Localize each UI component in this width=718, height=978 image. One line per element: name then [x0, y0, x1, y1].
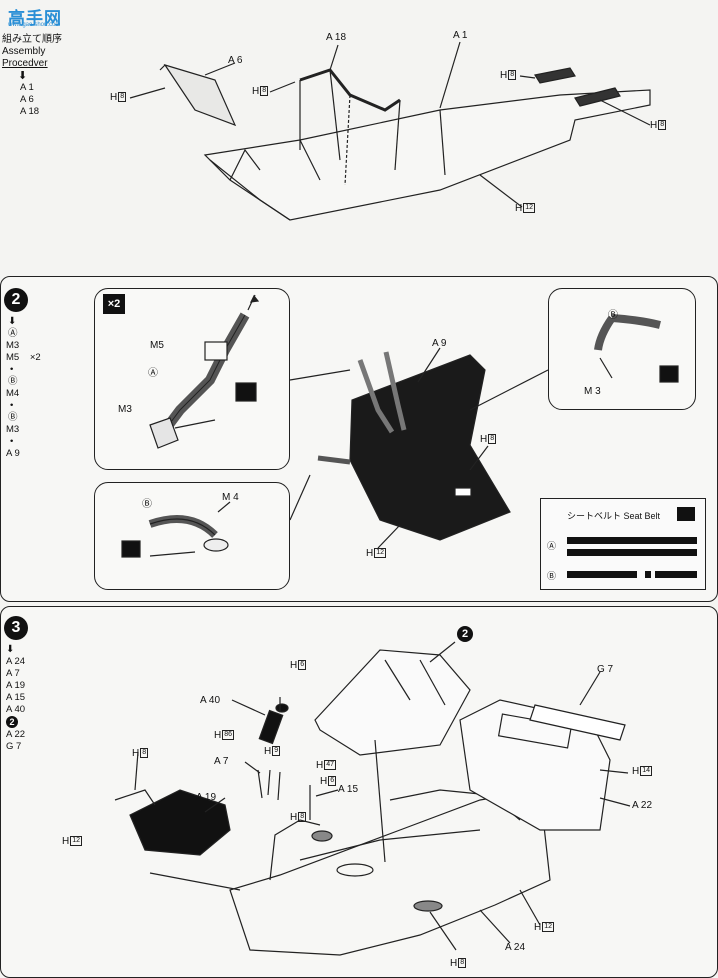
seq-item: M3: [6, 424, 20, 435]
belt-mark-b-right: Ⓑ: [608, 310, 618, 321]
seq-item: •: [10, 436, 14, 447]
callout-belt-b: [94, 482, 290, 590]
legend-row-b: Ⓑ: [547, 571, 557, 581]
title-en: Assembly: [2, 46, 46, 57]
legend-bar-b1: [567, 571, 637, 578]
seq-item: A 19: [6, 680, 26, 691]
seq-item: A 24: [6, 656, 26, 667]
seq-item: A 6: [20, 94, 34, 105]
seq-item: Ⓑ: [8, 412, 18, 423]
legend-bar-a1: [567, 537, 697, 544]
seq-item: •: [10, 364, 14, 375]
title-en2: Procedver: [2, 58, 48, 69]
step2-ref-circle: 2: [457, 626, 473, 642]
step1-drawing: [129, 41, 651, 221]
part-a1: A 1: [453, 30, 468, 41]
seq-item: Ⓐ: [8, 328, 18, 339]
part-g7: G 7: [597, 664, 614, 675]
part-a22: A 22: [632, 800, 653, 811]
part-m3-left: M3: [118, 404, 132, 415]
seq-item: A 40: [6, 704, 26, 715]
seq-item: A 15: [6, 692, 26, 703]
site-logo: 高手网 www.gao-shou.com: [8, 4, 68, 28]
step1-sequence: 組み立て順序 Assembly Procedver ⬇ A 1 A 6 A 18: [2, 34, 62, 118]
part-a24: A 24: [505, 942, 526, 953]
seat-belt-legend: シートベルト Seat Belt Ⓐ Ⓑ: [540, 498, 706, 590]
part-a9: A 9: [432, 338, 447, 349]
seq-item: G 7: [6, 741, 22, 752]
seq-item: A 9: [6, 448, 20, 459]
part-a19: A 19: [196, 792, 217, 803]
title-jp: 組み立て順序: [2, 34, 62, 45]
belt-mark-a: Ⓐ: [148, 368, 158, 379]
seq-item: A 18: [20, 106, 40, 117]
down-arrow-icon: ⬇: [18, 70, 28, 82]
logo-url: www.gao-shou.com: [8, 22, 61, 28]
step2-number: 2: [4, 288, 28, 312]
legend-bar-b3: [655, 571, 697, 578]
down-arrow-icon: ⬇: [6, 644, 15, 655]
seq-item: A 22: [6, 729, 26, 740]
seq-item: Ⓑ: [8, 376, 18, 387]
logo-text: 高手网: [8, 9, 62, 28]
down-arrow-icon: ⬇: [8, 316, 17, 327]
seq-item: M3: [6, 340, 20, 351]
part-a7: A 7: [214, 756, 229, 767]
seq-item: •: [10, 400, 14, 411]
part-m4: M 4: [222, 492, 239, 503]
seq-item: M5 ×2: [6, 352, 41, 363]
legend-row-a: Ⓐ: [547, 541, 557, 551]
x2-badge: ×2: [103, 294, 125, 314]
part-m3-right: M 3: [584, 386, 601, 397]
legend-paint-icon: [677, 507, 695, 521]
step2-sequence: ⬇ Ⓐ M3 M5 ×2 • Ⓑ M4 • Ⓑ M3 • A 9: [6, 316, 41, 460]
part-a6: A 6: [228, 55, 243, 66]
callout-belt-b-right: [548, 288, 696, 410]
legend-bar-a2: [567, 549, 697, 556]
part-a18: A 18: [326, 32, 347, 43]
callout-belt-a: [94, 288, 290, 470]
seq-item: A 1: [20, 82, 34, 93]
step3-sequence: ⬇ A 24 A 7 A 19 A 15 A 40 2 A 22 G 7: [6, 644, 25, 753]
seq-item: A 7: [6, 668, 20, 679]
part-m5: M5: [150, 340, 164, 351]
legend-bar-b2: [645, 571, 651, 578]
seq-item: M4: [6, 388, 20, 399]
part-a40: A 40: [200, 695, 221, 706]
legend-title: シートベルト Seat Belt: [567, 511, 661, 521]
part-a15: A 15: [338, 784, 359, 795]
seq-item-step2: 2: [6, 716, 25, 729]
step3-panel: [0, 606, 718, 978]
step3-number: 3: [4, 616, 28, 640]
belt-mark-b-bottom: Ⓑ: [142, 499, 152, 510]
